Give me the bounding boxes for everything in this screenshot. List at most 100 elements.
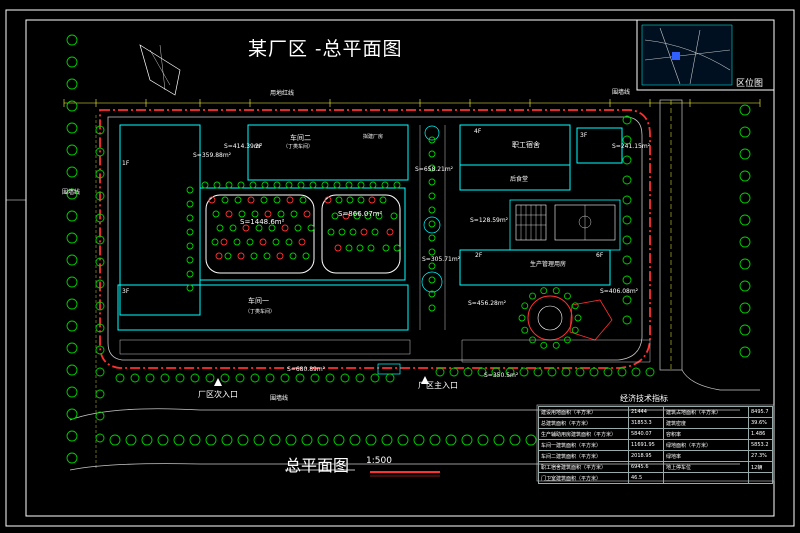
label-wall-line-left: 围墙线 xyxy=(62,189,81,196)
location-map xyxy=(636,19,775,91)
tree-icon xyxy=(186,256,194,264)
tree-icon xyxy=(463,367,473,377)
tree-icon xyxy=(285,181,293,189)
floor-tag: 2F xyxy=(255,143,263,150)
tree-icon xyxy=(357,196,365,204)
scale-label: 1:500 xyxy=(366,456,392,466)
tree-icon xyxy=(237,181,245,189)
econ-table-cell: 生产辅助用房建筑面积（平方米） xyxy=(538,428,629,440)
tree-icon xyxy=(428,206,436,214)
tree-icon xyxy=(221,196,229,204)
tree-icon xyxy=(273,181,281,189)
tree-icon xyxy=(525,434,537,446)
tree-icon xyxy=(369,181,377,189)
tree-icon xyxy=(622,215,632,225)
tree-icon xyxy=(589,367,599,377)
tree-icon xyxy=(95,147,105,157)
tree-icon xyxy=(66,232,78,244)
tree-icon xyxy=(324,196,332,204)
tree-icon xyxy=(739,280,751,292)
label-entrance-main: 厂区主入口 xyxy=(418,381,458,390)
econ-table-cell: 总建筑面积（平方米） xyxy=(538,417,629,429)
label-dorm: 职工宿舍 xyxy=(512,141,540,149)
tree-icon xyxy=(235,373,245,383)
tree-icon xyxy=(428,192,436,200)
tree-icon xyxy=(250,252,258,260)
garden-left xyxy=(205,194,315,274)
tree-icon xyxy=(66,188,78,200)
econ-table-cell: 5853.2 xyxy=(748,439,773,451)
econ-table-cell: 门卫室建筑面积（平方米） xyxy=(538,472,629,484)
tree-icon xyxy=(739,324,751,336)
tree-icon xyxy=(622,135,632,145)
tree-icon xyxy=(307,224,315,232)
building-workshop2 xyxy=(247,124,409,181)
econ-table-heading: 经济技术指标 xyxy=(620,394,668,403)
tree-icon xyxy=(333,181,341,189)
tree-icon xyxy=(225,181,233,189)
tree-icon xyxy=(66,452,78,464)
tree-icon xyxy=(225,210,233,218)
tree-icon xyxy=(357,181,365,189)
area-label: S=456.28m² xyxy=(468,300,507,307)
tree-icon xyxy=(477,367,487,377)
tree-icon xyxy=(157,434,169,446)
econ-table-cell: 建筑占地面积（平方米） xyxy=(663,406,749,418)
tree-icon xyxy=(571,302,579,310)
tree-icon xyxy=(255,224,263,232)
tree-icon xyxy=(273,196,281,204)
econ-table-cell: 建设用地面积（平方米） xyxy=(538,406,629,418)
tree-icon xyxy=(215,252,223,260)
tree-icon xyxy=(95,323,105,333)
tree-icon xyxy=(269,434,281,446)
tree-icon xyxy=(519,367,529,377)
tree-icon xyxy=(286,196,294,204)
tree-icon xyxy=(356,244,364,252)
label-workshop2: 车间二 xyxy=(290,134,311,142)
tree-icon xyxy=(739,302,751,314)
road-bottom xyxy=(69,408,740,421)
tree-icon xyxy=(213,181,221,189)
tree-icon xyxy=(622,155,632,165)
tree-icon xyxy=(141,434,153,446)
area-label: S=866.07m² xyxy=(338,210,383,218)
tree-icon xyxy=(493,434,505,446)
tree-icon xyxy=(571,326,579,334)
econ-table-cell: 39.6% xyxy=(748,417,773,429)
tree-icon xyxy=(233,238,241,246)
tree-icon xyxy=(66,34,78,46)
tree-icon xyxy=(229,224,237,232)
tree-icon xyxy=(259,238,267,246)
tree-icon xyxy=(603,367,613,377)
tree-icon xyxy=(739,236,751,248)
tree-icon xyxy=(251,210,259,218)
tree-icon xyxy=(645,367,655,377)
tree-icon xyxy=(276,252,284,260)
guard-house xyxy=(377,363,401,375)
area-label: S=1448.6m² xyxy=(240,218,285,226)
tree-icon xyxy=(397,434,409,446)
tree-icon xyxy=(739,258,751,270)
tree-icon xyxy=(66,430,78,442)
tree-icon xyxy=(66,298,78,310)
label-wall-line-top: 围墙线 xyxy=(612,89,631,96)
tree-icon xyxy=(428,248,436,256)
tree-icon xyxy=(317,434,329,446)
tree-icon xyxy=(529,292,536,300)
tree-icon xyxy=(325,373,335,383)
tree-icon xyxy=(622,295,632,305)
tree-icon xyxy=(301,434,313,446)
tree-icon xyxy=(342,212,350,220)
area-label: S=350.5m² xyxy=(484,372,519,379)
tree-icon xyxy=(327,228,335,236)
econ-table-cell xyxy=(663,472,749,484)
tree-icon xyxy=(521,302,529,310)
floor-tag: 4F xyxy=(474,128,482,135)
tree-icon xyxy=(739,346,751,358)
tree-icon xyxy=(109,434,121,446)
econ-table-cell: 1.486 xyxy=(748,428,773,440)
